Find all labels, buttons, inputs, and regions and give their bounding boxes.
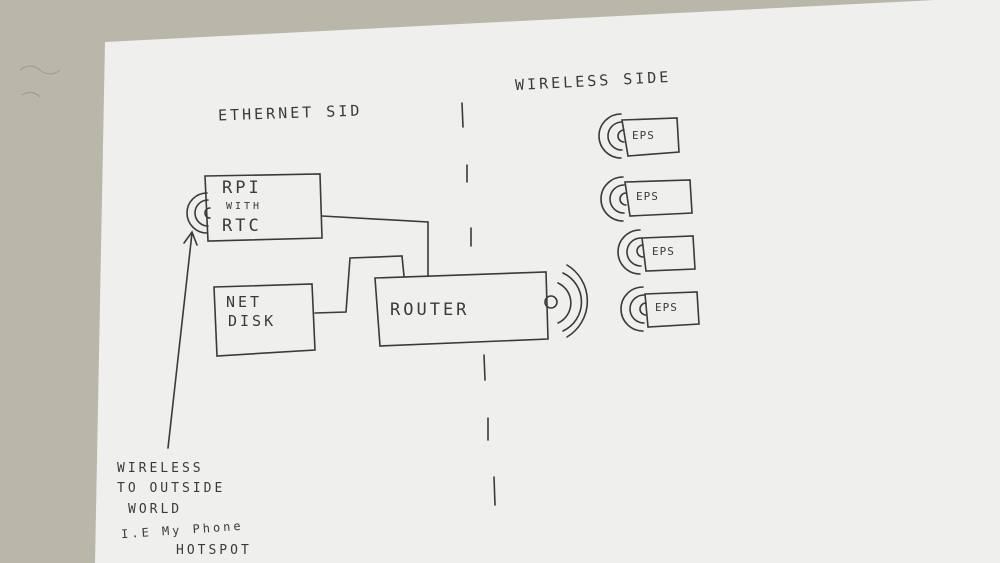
note-line2: TO OUTSIDE xyxy=(117,481,226,496)
note-line1: WIRELESS xyxy=(117,461,204,476)
router-wireless-arcs xyxy=(557,264,589,338)
divider-dash xyxy=(493,476,496,506)
rpi-label-line2: WITH xyxy=(226,201,263,212)
net-disk-label-line2: DISK xyxy=(228,312,277,330)
net-disk-box xyxy=(213,283,316,357)
router-antenna-icon xyxy=(544,295,558,309)
rpi-label-line1: RPI xyxy=(222,178,262,198)
rpi-label-line3: RTC xyxy=(222,216,262,236)
note-line5: HOTSPOT xyxy=(176,543,252,558)
divider-dash xyxy=(483,354,486,381)
eps-label-2: EPS xyxy=(636,190,659,203)
divider-dash xyxy=(461,102,464,128)
rpi-router-cable xyxy=(321,215,429,277)
disk-router-cable xyxy=(314,255,405,314)
paper-sheet xyxy=(95,0,1000,563)
router-box xyxy=(374,271,549,347)
desk-scribble xyxy=(19,65,61,98)
note-line3: WORLD xyxy=(128,502,183,517)
eps-label-3: EPS xyxy=(652,245,675,258)
rpi-box xyxy=(204,173,323,242)
uplink-arrowhead xyxy=(183,230,198,246)
uplink-arrow xyxy=(167,232,193,449)
router-label: ROUTER xyxy=(390,300,470,320)
eps-label-1: EPS xyxy=(632,129,655,142)
eps-device-3 xyxy=(617,229,696,275)
eps-device-1 xyxy=(598,113,680,159)
eps-label-4: EPS xyxy=(655,301,678,314)
eps-device-2 xyxy=(600,176,693,222)
net-disk-label-line1: NET xyxy=(226,293,263,311)
rpi-wireless-icon xyxy=(186,192,211,234)
eps-device-4 xyxy=(620,286,700,332)
